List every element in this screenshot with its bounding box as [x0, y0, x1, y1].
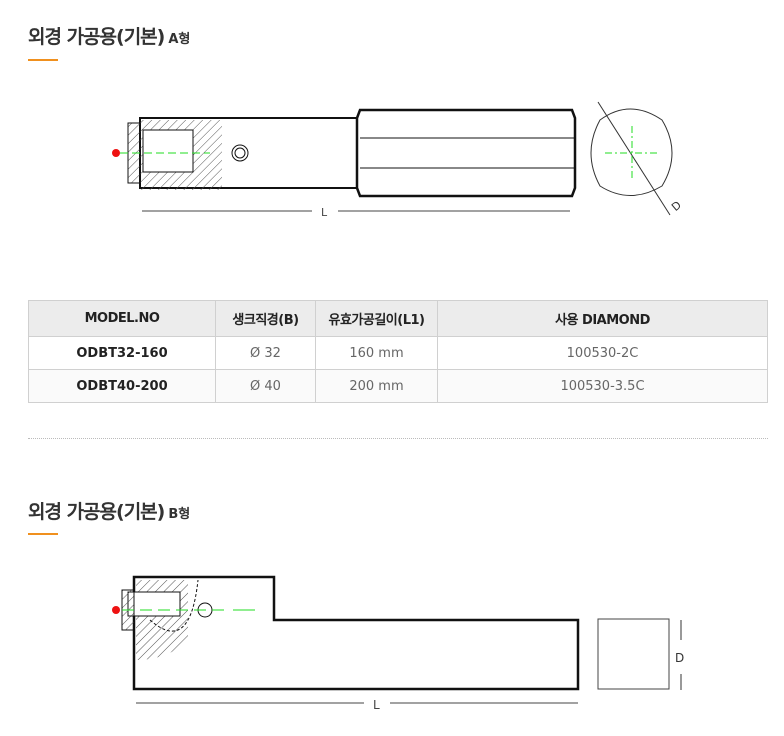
table-row: ODBT40-200 Ø 40 200 mm 100530-3.5C — [28, 369, 768, 403]
title-underline — [28, 59, 58, 61]
title-underline — [28, 533, 58, 535]
col-diamond: 사용 DIAMOND — [437, 300, 768, 337]
col-model: MODEL.NO — [28, 300, 216, 337]
diamond-tip — [112, 149, 120, 157]
title-suffix: A형 — [168, 32, 191, 47]
dim-d-label: D — [675, 651, 684, 665]
section-b-title: 외경 가공용(기본)B형 — [28, 497, 190, 524]
type-a-shank — [127, 108, 577, 198]
type-a-drawing: D L — [112, 101, 684, 219]
title-text: 외경 가공용(기본) — [28, 501, 165, 523]
cell-model: ODBT40-200 — [28, 369, 216, 403]
section-divider — [28, 438, 768, 439]
cell-diamond: 100530-3.5C — [437, 369, 768, 403]
title-text: 외경 가공용(기본) — [28, 26, 165, 48]
spec-table: MODEL.NO 생크직경(B) 유효가공길이(L1) 사용 DIAMOND O… — [28, 300, 768, 403]
col-length: 유효가공길이(L1) — [315, 300, 438, 337]
cell-shank: Ø 32 — [215, 336, 316, 370]
cell-shank: Ø 40 — [215, 369, 316, 403]
table-row: ODBT32-160 Ø 32 160 mm 100530-2C — [28, 336, 768, 370]
type-b-body — [121, 575, 580, 691]
diamond-tip — [112, 606, 120, 614]
cell-model: ODBT32-160 — [28, 336, 216, 370]
dim-l-label: L — [321, 206, 328, 219]
type-b-end-view — [597, 618, 670, 690]
section-a-title: 외경 가공용(기본)A형 — [28, 22, 190, 49]
title-suffix: B형 — [168, 507, 191, 522]
table-header: MODEL.NO 생크직경(B) 유효가공길이(L1) 사용 DIAMOND — [28, 300, 768, 337]
cell-diamond: 100530-2C — [437, 336, 768, 370]
cell-length: 160 mm — [315, 336, 438, 370]
col-shank: 생크직경(B) — [215, 300, 316, 337]
type-a-end-view — [590, 101, 673, 216]
cell-length: 200 mm — [315, 369, 438, 403]
dim-l-label: L — [373, 698, 380, 712]
